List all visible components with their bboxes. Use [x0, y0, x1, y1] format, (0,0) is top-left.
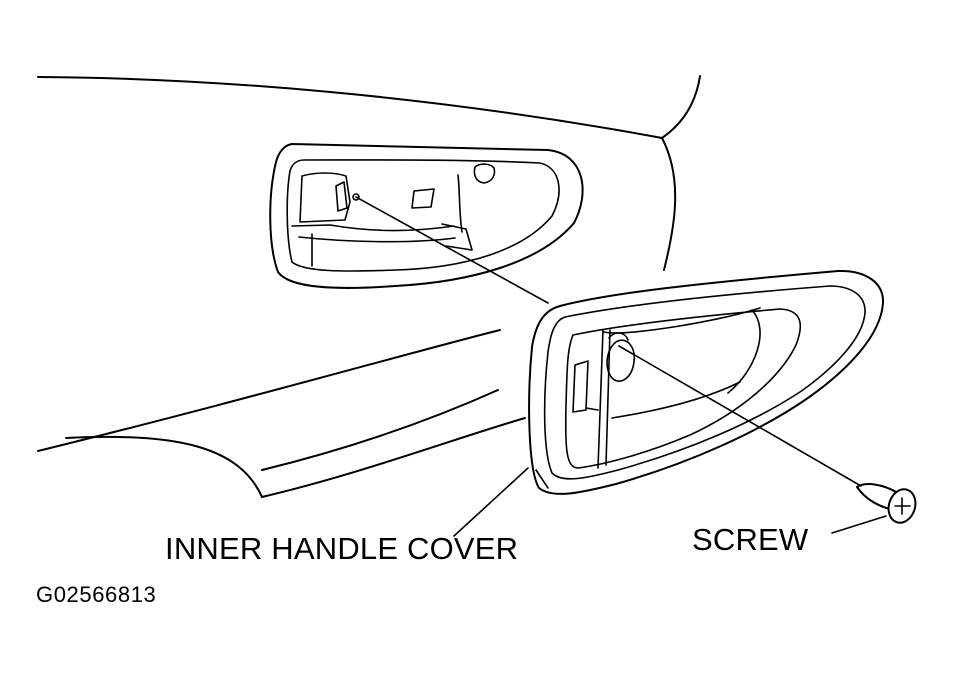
door-handle-recess: [269, 143, 584, 289]
callout-leaders: [453, 467, 887, 537]
inner-handle-cover-label: INNER HANDLE COVER: [165, 531, 519, 566]
figure-id: G02566813: [36, 582, 157, 607]
inner-handle-cover-part: [528, 269, 885, 495]
assembly-guide-lines: [355, 196, 862, 487]
screw-label: SCREW: [692, 522, 809, 557]
door-panel-outline: [37, 75, 701, 498]
screw-part: [856, 483, 917, 524]
